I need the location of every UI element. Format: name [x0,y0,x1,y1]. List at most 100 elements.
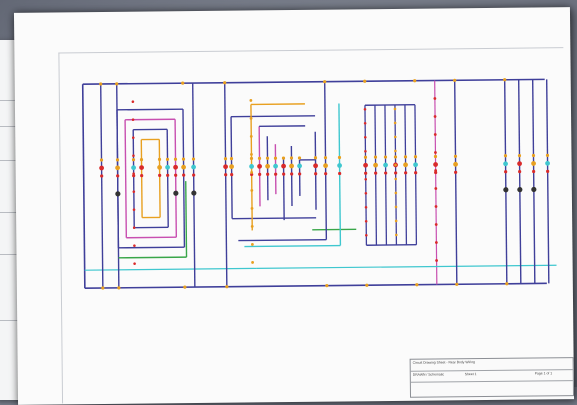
wire-node [394,178,397,181]
wire [101,84,103,288]
wire [225,83,227,287]
wire [257,265,557,268]
wire-node [166,174,169,177]
wire-node [250,157,253,160]
wire-node [140,174,143,177]
wire-node [166,158,169,161]
wire-node [183,286,186,289]
wire [405,105,406,245]
wire-node [505,282,508,285]
wire-node [364,108,367,111]
wire-node [139,165,144,170]
wire-node [290,172,293,175]
wire [244,246,340,247]
wire [365,105,366,245]
wire-node [364,150,367,153]
wire-node [192,157,195,160]
wire [118,247,184,248]
wire-node [338,172,341,175]
wire-node [324,156,327,159]
wire-node [323,80,326,83]
wire [395,105,396,245]
wire-node [132,100,135,103]
wire-node [395,220,398,223]
wire [125,120,126,238]
wire-node [313,163,318,168]
wire-node [298,172,301,175]
wire-node [374,172,377,175]
wire-node [395,206,398,209]
title-block: Circuit Drawing Sheet - Rear Body Wiring… [410,357,574,398]
wire [366,245,416,246]
wire [117,109,183,110]
wire-node [384,171,387,174]
wire-node [182,174,185,177]
wire-node [157,165,162,170]
wire-node [133,244,136,247]
wire-node [364,178,367,181]
wire-node [133,190,136,193]
wire-node [230,157,233,160]
wire-node [365,206,368,209]
wire [83,79,545,84]
wire-node [99,82,102,85]
wire-node [251,261,254,264]
wire-node [404,171,407,174]
wire-node [266,173,269,176]
wire [519,80,521,284]
wire [231,116,315,117]
wire [83,84,85,288]
wire-node [224,157,227,160]
wire-node [133,226,136,229]
wire-node [165,165,170,170]
wire-node [266,157,269,160]
wire-node [158,174,161,177]
wire-node [435,205,438,208]
wire [85,283,547,288]
wire-node [395,192,398,195]
wire [141,140,142,218]
wire-node [258,157,261,160]
wire [291,146,292,206]
wire-node [324,172,327,175]
wire-node [364,156,367,159]
wire-node [132,136,135,139]
wire-node [174,174,177,177]
wire-node [364,136,367,139]
wire-node [455,283,458,286]
wire [375,105,376,245]
wire-node [434,133,437,136]
wire-node [414,155,417,158]
wire-node [413,79,416,82]
wire-node [99,166,104,171]
wire-node [454,171,457,174]
wire-node [249,164,254,169]
wire-node [314,172,317,175]
wire-node [250,117,253,120]
wire-node [133,208,136,211]
wire-node [223,81,226,84]
wire-node [394,136,397,139]
wire-node [364,172,367,175]
wire-node [503,187,508,192]
wire-node [115,165,120,170]
wire-node [115,82,118,85]
wire-node [258,173,261,176]
title-block-title: Circuit Drawing Sheet - Rear Body Wiring [413,359,571,365]
wire-node [395,234,398,237]
wire-node [532,154,535,157]
wire [133,130,134,228]
wire-node [297,164,302,169]
wire [119,257,187,258]
wire-node [365,220,368,223]
wire [251,104,305,105]
wire-node [274,173,277,176]
wire [547,79,549,283]
wire-node [100,174,103,177]
wire [85,268,257,270]
wire [232,218,316,219]
wire-node [274,157,277,160]
wire [325,82,327,240]
wire-node [546,154,549,157]
wire-node [191,190,196,195]
